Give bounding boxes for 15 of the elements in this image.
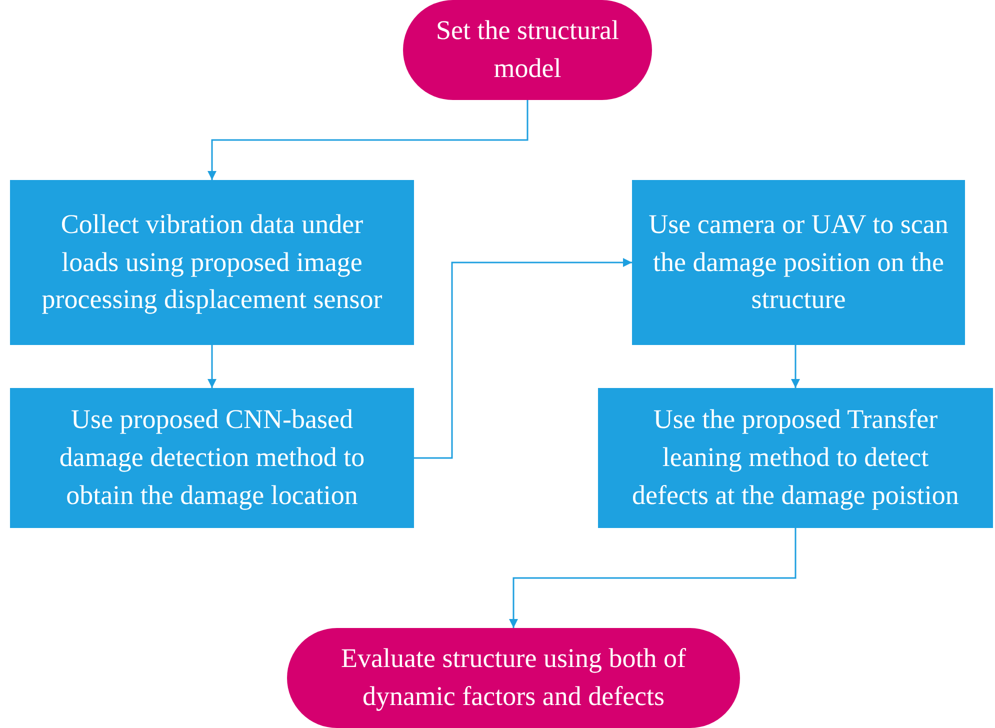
arrow [414,258,632,459]
process-box [598,388,993,528]
process-box [10,180,414,345]
node-text: Evaluate structure using both of dynamic factors and defects [340,642,687,713]
arrow [791,345,800,388]
process-box [632,180,965,345]
node-text: Use proposed CNN-based damage detection method to obtain the damage location [58,403,366,512]
arrow [509,528,796,628]
process-box [10,388,414,528]
node-text: Set the structural model [435,14,620,85]
arrow [208,345,216,388]
arrow [208,100,528,180]
node-text: Collect vibration data under loads using proposed image processing displacement sensor [40,208,384,316]
node-text: Use the proposed Transfer leaning method to detect defects at the damage poistion [631,403,960,512]
node-text: Use camera or UAV to scan the damage position on the structure [648,208,950,316]
